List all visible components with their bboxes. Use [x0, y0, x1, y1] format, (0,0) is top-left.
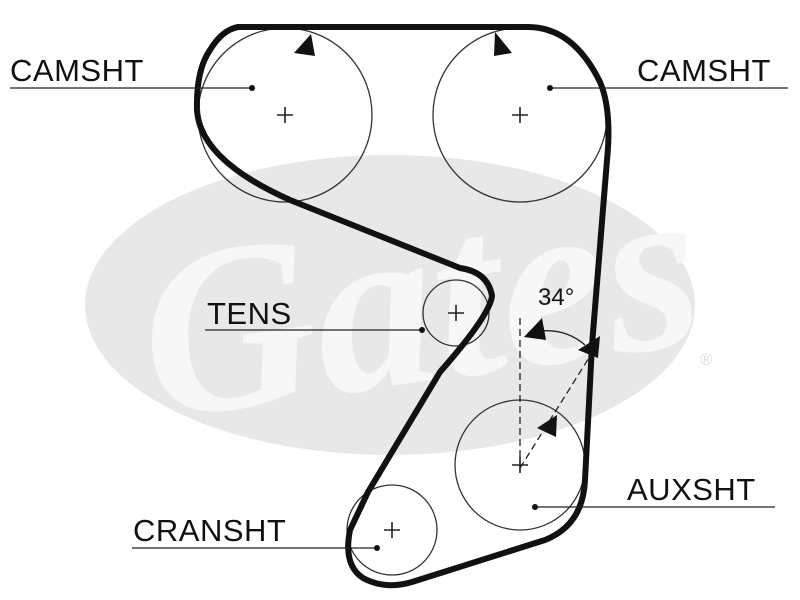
watermark-registered-mark: ® [700, 350, 713, 369]
label-angle: 34° [538, 284, 574, 311]
angled-reference-line [519, 344, 598, 469]
camshaft-left-center [277, 107, 293, 123]
angle-arc-arrow [524, 318, 546, 340]
pulley-centers [277, 107, 528, 538]
timing-belt [193, 24, 612, 589]
camshaft-left-rotation-arrow [294, 34, 315, 56]
label-camshaft-right: CAMSHT [637, 53, 771, 88]
tensioner-pulley [422, 279, 490, 347]
tensioner-center [448, 305, 464, 321]
label-auxiliary-shaft: AUXSHT [627, 472, 756, 507]
auxiliary-mark-arrow [537, 415, 557, 437]
label-camshaft-left: CAMSHT [10, 53, 144, 88]
camshaft-right-center [512, 107, 528, 123]
dot-tensioner [419, 327, 425, 333]
label-crankshaft: CRANSHT [133, 513, 286, 548]
dot-crankshaft [374, 545, 380, 551]
gates-watermark: Gates ® [85, 129, 715, 471]
dot-auxiliary-shaft [532, 504, 538, 510]
label-tensioner: TENS [207, 296, 292, 331]
leader-dots [249, 85, 553, 551]
watermark-ellipse [85, 155, 695, 455]
belt-mark-arrow [578, 336, 600, 358]
leader-lines [10, 87, 788, 549]
camshaft-right-rotation-arrow [494, 32, 512, 56]
crankshaft-center [384, 522, 400, 538]
dot-camshaft-left [249, 85, 255, 91]
dot-camshaft-right [547, 85, 553, 91]
